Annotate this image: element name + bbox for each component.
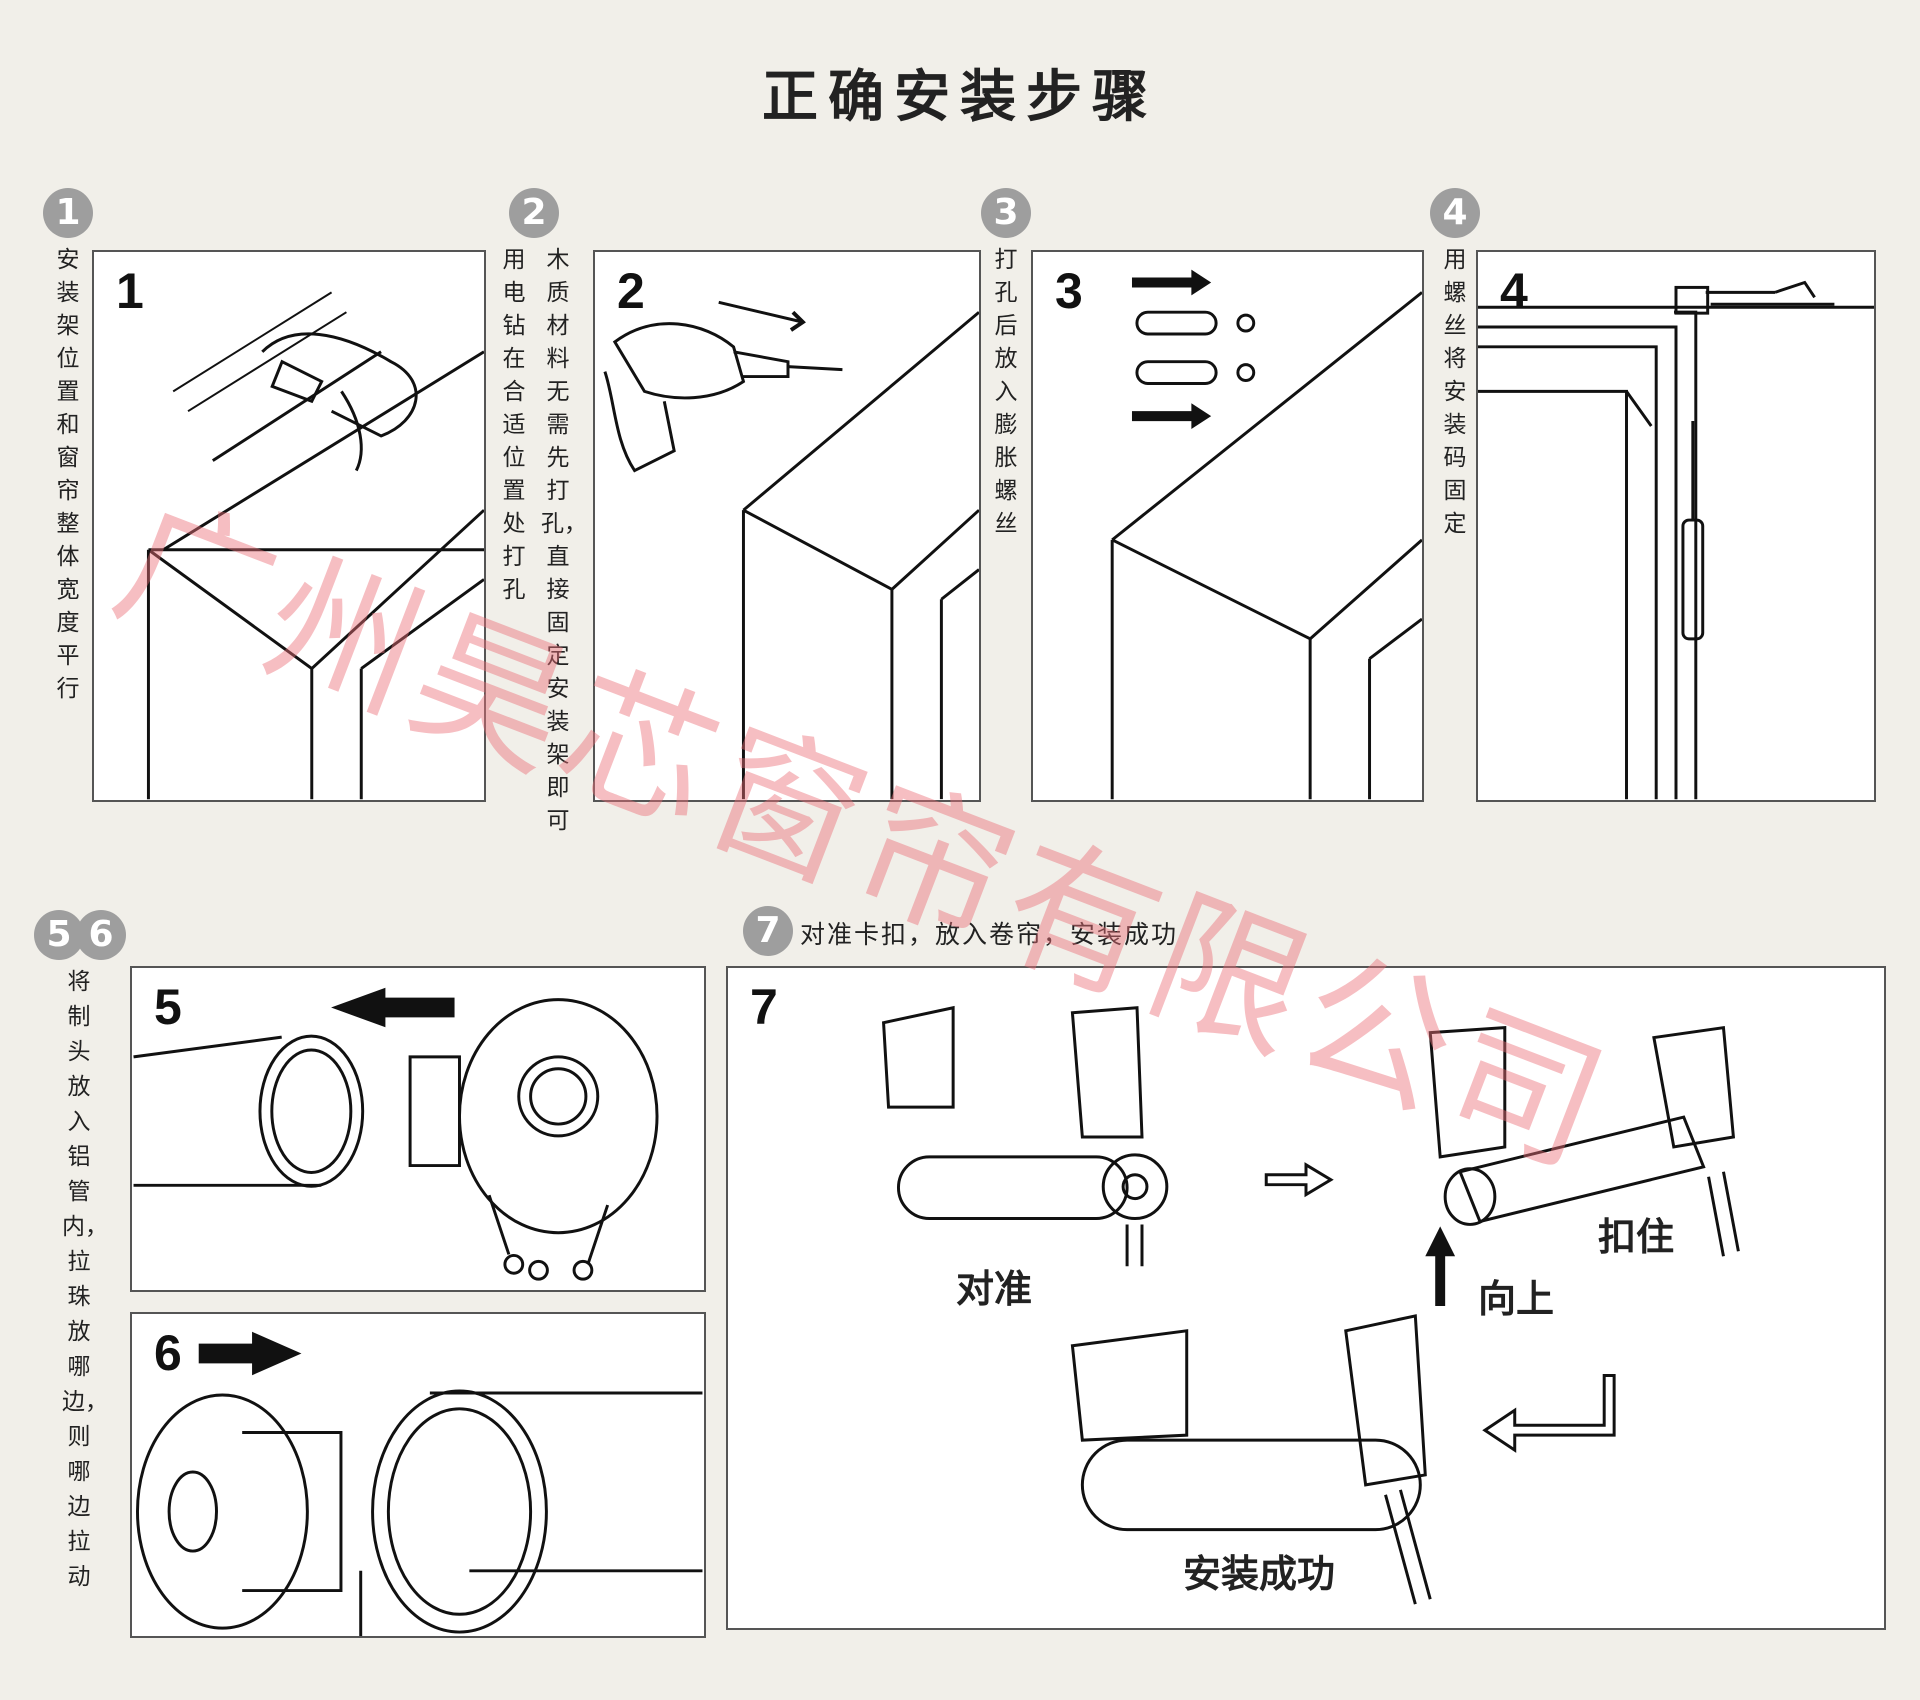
label-align: 对准 [956, 1267, 1033, 1311]
control-head-insert-illustration [133, 987, 659, 1281]
step-4-instruction: 用螺丝将安装码固定 [1443, 247, 1467, 537]
step-4-number: 4 [1500, 263, 1528, 319]
measure-illustration [146, 291, 484, 800]
label-done: 安装成功 [1183, 1552, 1336, 1596]
step-2-badge: 2 [509, 188, 559, 238]
step-1-badge: 1 [43, 188, 93, 238]
step-7-number: 7 [750, 979, 778, 1035]
step-1-instruction: 安装架位置和窗帘整体宽度平行 [56, 247, 80, 702]
step-3-badge: 3 [981, 188, 1031, 238]
step-5-number: 5 [154, 979, 182, 1035]
step-7-panel: 7 对准 扣住 向上 安装成功 [726, 966, 1886, 1630]
step-4-badge: 4 [1430, 188, 1480, 238]
step-7-badge: 7 [743, 906, 793, 956]
label-up: 向上 [1478, 1277, 1555, 1321]
screw-bracket-illustration [1478, 280, 1874, 800]
label-lock: 扣住 [1598, 1215, 1675, 1259]
step-3-instruction: 打孔后放入膨胀螺丝 [994, 247, 1018, 537]
step-5-badge: 5 [34, 910, 84, 960]
step-3-panel: 3 [1031, 250, 1424, 802]
step-3-number: 3 [1055, 263, 1083, 319]
step-2-instruction-col2: 木质材料无需先打孔，直接固定安装架即可 [541, 247, 587, 834]
step-6-badge: 6 [76, 910, 126, 960]
step-2-panel: 2 [593, 250, 981, 802]
page-title: 正确安装步骤 [762, 65, 1158, 130]
step-56-instruction: 将制头放入铝管内，拉珠放哪边，则哪边拉动 [62, 969, 108, 1590]
mount-roller-illustration [881, 1005, 1740, 1605]
step-2-instruction-col1: 用电钻在合适位置处打孔 [502, 247, 526, 603]
step-6-panel: 6 [130, 1312, 706, 1638]
end-cap-insert-illustration [136, 1331, 703, 1636]
step-1-number: 1 [116, 263, 144, 319]
step-1-panel: 1 [92, 250, 486, 802]
drill-illustration [603, 300, 979, 800]
step-7-caption: 对准卡扣，放入卷帘，安装成功 [800, 920, 1179, 949]
step-4-panel: 4 [1476, 250, 1876, 802]
step-2-number: 2 [617, 263, 645, 319]
anchor-illustration [1110, 269, 1422, 800]
step-6-number: 6 [154, 1325, 182, 1381]
step-5-panel: 5 [130, 966, 706, 1292]
